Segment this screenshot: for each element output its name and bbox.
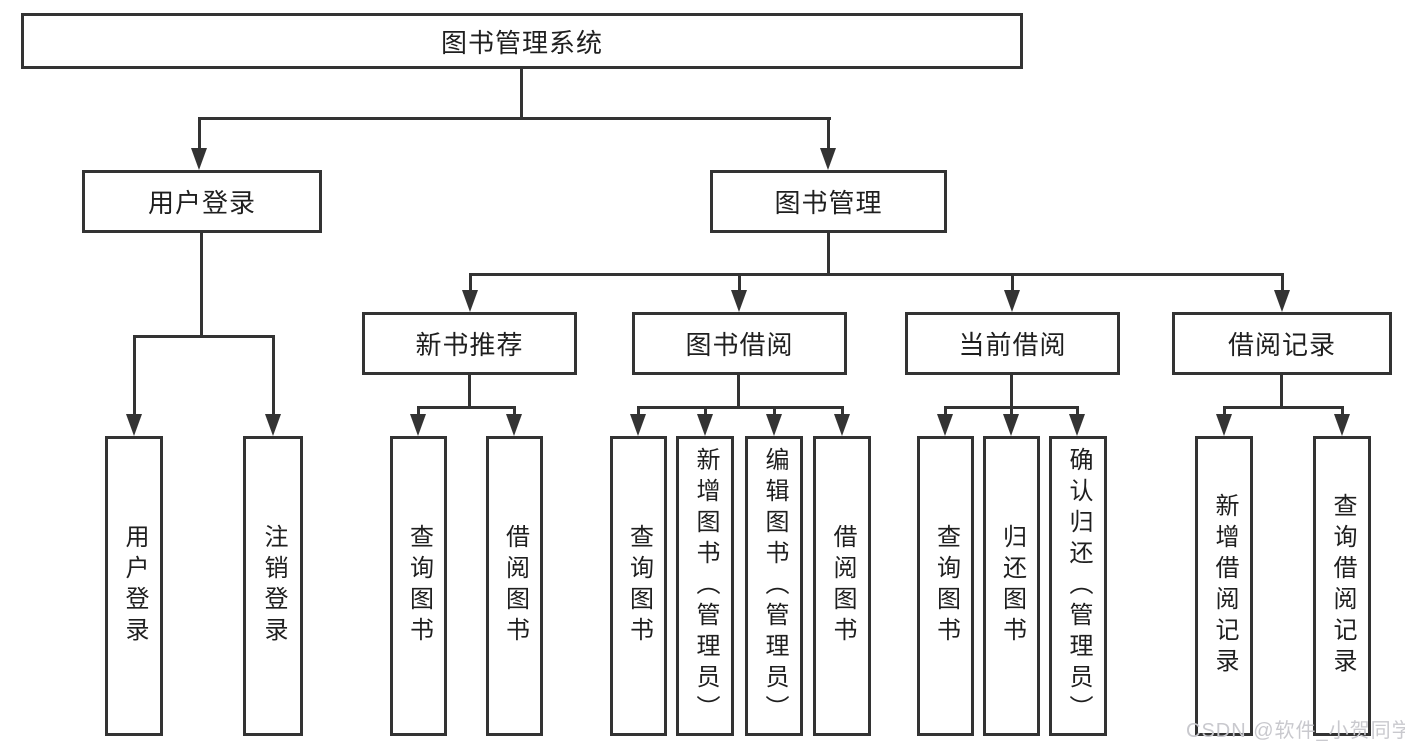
leaf-user-login: 用户登录 [105, 436, 163, 736]
node-label: 借阅图书 [501, 524, 529, 648]
node-library-management-system: 图书管理系统 [21, 13, 1023, 69]
arrow-down-icon [191, 117, 207, 170]
connector-line [737, 375, 740, 407]
node-book-borrow: 图书借阅 [632, 312, 847, 375]
node-label: 当前借阅 [958, 330, 1067, 360]
node-label: 查询图书 [932, 524, 960, 648]
node-label: 查询图书 [625, 524, 653, 648]
leaf-borrow-book-recommend: 借阅图书 [486, 436, 543, 736]
node-user-login: 用户登录 [82, 170, 322, 233]
arrow-down-icon [1004, 273, 1020, 312]
leaf-edit-book-admin: 编辑图书（管理员） [745, 436, 803, 736]
connector-line [468, 375, 471, 407]
arrow-down-icon [410, 406, 426, 436]
leaf-return-book: 归还图书 [983, 436, 1040, 736]
arrow-down-icon [1334, 406, 1350, 436]
node-label: 用户登录 [121, 524, 148, 648]
connector-line [520, 69, 523, 119]
arrow-down-icon [937, 406, 953, 436]
node-current-borrow: 当前借阅 [905, 312, 1120, 375]
leaf-query-book-borrow: 查询图书 [610, 436, 667, 736]
leaf-query-borrow-record: 查询借阅记录 [1313, 436, 1371, 736]
node-label: 归还图书 [998, 524, 1026, 648]
node-label: 注销登录 [260, 524, 287, 648]
node-label: 新增借阅记录 [1211, 493, 1238, 679]
arrow-down-icon [1069, 406, 1085, 436]
node-label: 查询图书 [405, 524, 433, 648]
connector-line [1280, 375, 1283, 407]
arrow-down-icon [126, 335, 142, 436]
arrow-down-icon [1274, 273, 1290, 312]
node-label: 图书借阅 [685, 330, 794, 360]
connector-line [827, 233, 830, 275]
node-label: 借阅记录 [1227, 330, 1336, 360]
leaf-query-book-recommend: 查询图书 [390, 436, 447, 736]
csdn-watermark: CSDN @软件_小贺同学 [1186, 720, 1405, 742]
arrow-down-icon [1003, 406, 1019, 436]
node-borrow-record: 借阅记录 [1172, 312, 1392, 375]
node-label: 借阅图书 [829, 524, 856, 648]
connector-line [469, 273, 1282, 276]
leaf-borrow-book: 借阅图书 [813, 436, 871, 736]
leaf-query-book-current: 查询图书 [917, 436, 974, 736]
connector-line [637, 406, 844, 409]
leaf-add-borrow-record: 新增借阅记录 [1195, 436, 1253, 736]
node-book-management: 图书管理 [710, 170, 947, 233]
arrow-down-icon [731, 273, 747, 312]
node-label: 用户登录 [147, 188, 256, 218]
node-label: 编辑图书（管理员） [761, 446, 788, 726]
arrow-down-icon [1216, 406, 1232, 436]
arrow-down-icon [462, 273, 478, 312]
node-label: 确认归还（管理员） [1065, 446, 1092, 726]
arrow-down-icon [506, 406, 522, 436]
connector-line [1223, 406, 1344, 409]
node-label: 新增图书（管理员） [692, 446, 719, 726]
node-label: 查询借阅记录 [1329, 493, 1356, 679]
arrow-down-icon [697, 406, 713, 436]
connector-line [417, 406, 516, 409]
arrow-down-icon [766, 406, 782, 436]
node-label: 图书管理系统 [440, 27, 603, 58]
node-new-book-recommend: 新书推荐 [362, 312, 577, 375]
node-label: 新书推荐 [415, 330, 524, 360]
node-label: 图书管理 [774, 188, 883, 218]
leaf-confirm-return-admin: 确认归还（管理员） [1049, 436, 1107, 736]
arrow-down-icon [630, 406, 646, 436]
connector-line [133, 335, 275, 338]
connector-line [1010, 375, 1013, 407]
arrow-down-icon [834, 406, 850, 436]
connector-line [200, 233, 203, 336]
leaf-add-book-admin: 新增图书（管理员） [676, 436, 734, 736]
arrow-down-icon [820, 117, 836, 170]
leaf-logout: 注销登录 [243, 436, 303, 736]
arrow-down-icon [265, 335, 281, 436]
connector-line [198, 117, 831, 120]
